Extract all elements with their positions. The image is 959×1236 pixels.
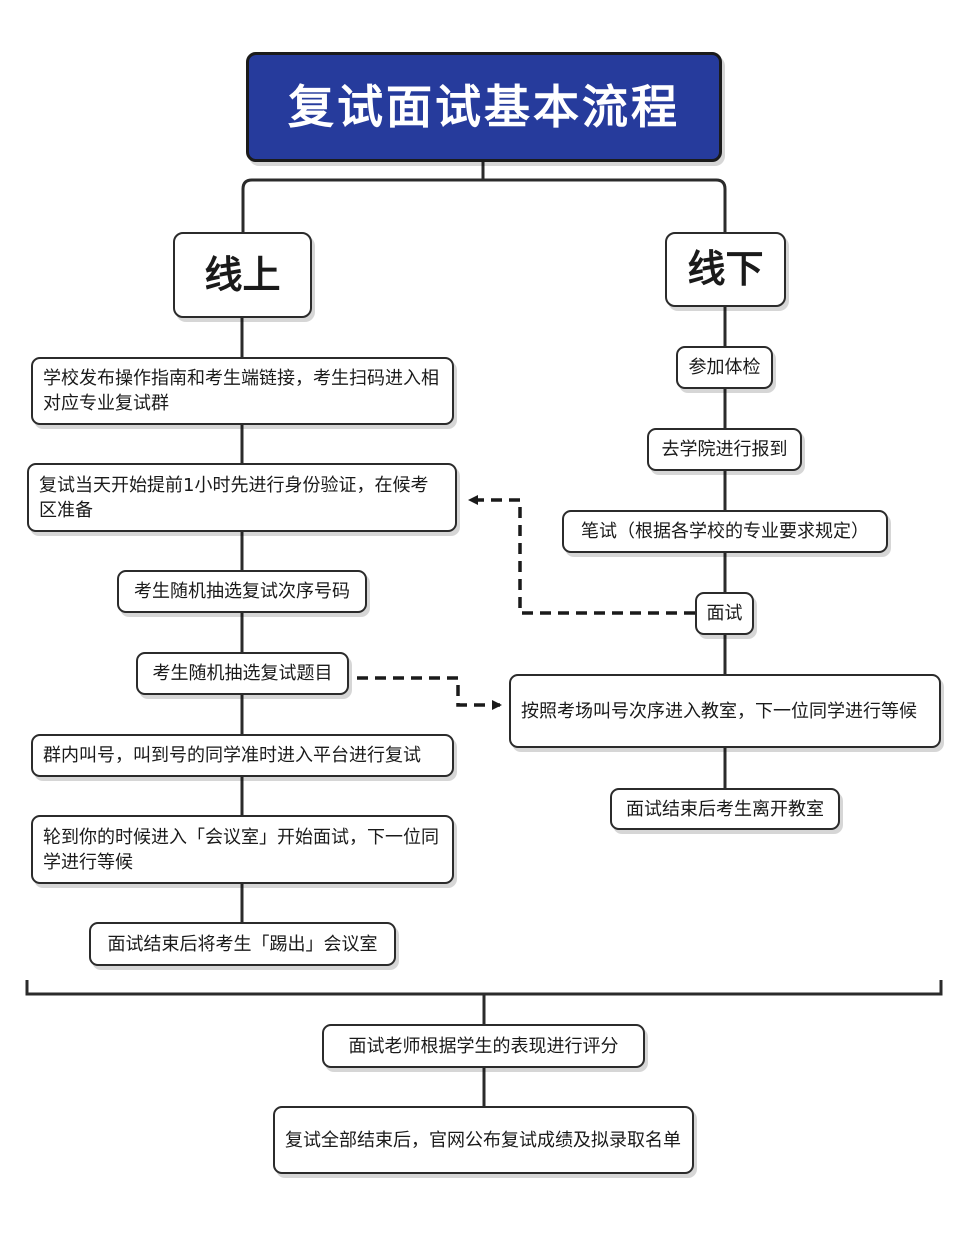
branch-split-line [241,178,727,232]
offline-step-1: 参加体检 [676,346,773,389]
offline-step-6: 面试结束后考生离开教室 [610,788,840,830]
final-step-1: 面试老师根据学生的表现进行评分 [322,1024,645,1068]
offline-step-2: 去学院进行报到 [647,428,802,471]
offline-step-3: 笔试（根据各学校的专业要求规定） [562,510,888,553]
online-step-4: 考生随机抽选复试题目 [136,652,349,695]
online-branch-label: 线上 [173,232,312,318]
offline-branch-label: 线下 [665,232,786,307]
final-step-2: 复试全部结束后，官网公布复试成绩及拟录取名单 [273,1106,694,1174]
online-step-3: 考生随机抽选复试次序号码 [117,570,367,613]
dashed-arrow-question-to-classroom [357,676,502,710]
offline-step-4: 面试 [695,592,754,635]
online-step-1: 学校发布操作指南和考生端链接，考生扫码进入相对应专业复试群 [31,357,454,425]
online-step-5: 群内叫号，叫到号的同学准时进入平台进行复试 [31,734,454,777]
dashed-arrow-interview-to-verification [468,495,695,615]
flowchart-title: 复试面试基本流程 [246,52,722,162]
online-step-7: 面试结束后将考生「踢出」会议室 [89,922,396,966]
merge-bracket [25,980,943,996]
online-step-6: 轮到你的时候进入「会议室」开始面试，下一位同学进行等候 [31,815,454,884]
offline-step-5: 按照考场叫号次序进入教室，下一位同学进行等候 [509,674,941,748]
online-step-2: 复试当天开始提前1小时先进行身份验证，在候考区准备 [27,463,457,532]
